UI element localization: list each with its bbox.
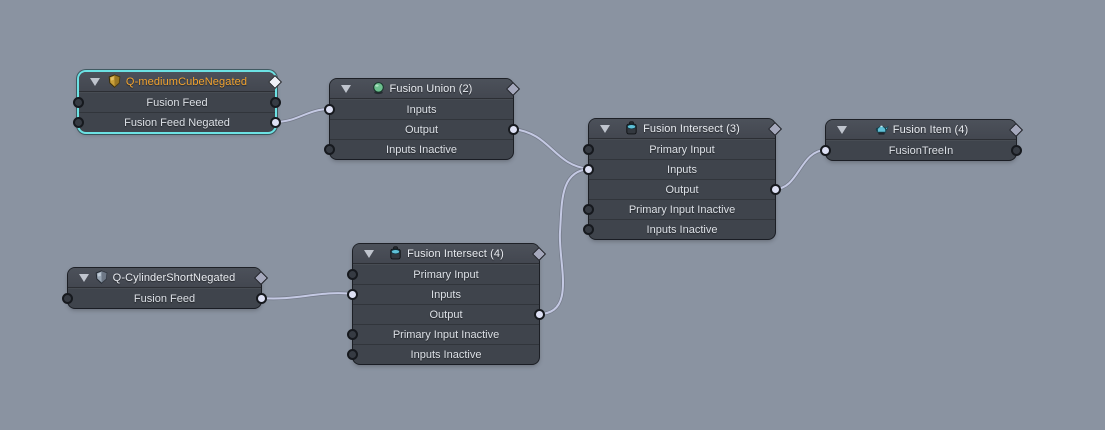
node-header[interactable]: Fusion Union (2) — [330, 79, 521, 99]
output-connector[interactable] — [1011, 145, 1022, 156]
mesh-shield-gold-icon — [107, 74, 122, 89]
node-header[interactable]: Q-mediumCubeNegated — [79, 72, 283, 92]
input-connector[interactable] — [347, 289, 358, 300]
node-fusion-item-4[interactable]: Fusion Item (4) FusionTreeIn — [820, 120, 1024, 160]
collapse-triangle-icon[interactable] — [600, 125, 610, 133]
row-label: Inputs Inactive — [410, 348, 482, 361]
input-connector[interactable] — [347, 269, 358, 280]
input-connector[interactable] — [73, 117, 84, 128]
node-row-inputs-inactive: Inputs Inactive — [347, 344, 539, 364]
row-label: Primary Input — [413, 268, 479, 281]
input-connector[interactable] — [62, 293, 73, 304]
input-connector[interactable] — [583, 224, 594, 235]
input-connector[interactable] — [347, 349, 358, 360]
row-label: Inputs Inactive — [646, 223, 718, 236]
wire — [774, 149, 827, 190]
wire — [512, 128, 590, 170]
node-row-output: Output — [330, 119, 519, 139]
row-label: Inputs — [406, 103, 437, 116]
mesh-item-teapot-icon — [874, 122, 889, 137]
node-row-primary-input-inactive: Primary Input Inactive — [347, 324, 539, 344]
input-connector[interactable] — [347, 329, 358, 340]
node-row-primary-input: Primary Input — [583, 139, 775, 159]
output-connector[interactable] — [270, 97, 281, 108]
node-title: Fusion Item (4) — [892, 123, 969, 136]
collapse-triangle-icon[interactable] — [837, 126, 847, 134]
boolean-union-sphere-icon — [371, 81, 386, 96]
row-label: Inputs Inactive — [386, 143, 457, 156]
row-label: Output — [665, 183, 699, 196]
input-connector[interactable] — [820, 145, 831, 156]
input-connector[interactable] — [583, 204, 594, 215]
row-label: Inputs — [431, 288, 461, 301]
node-row-inputs: Inputs — [347, 284, 539, 304]
node-title: Fusion Intersect (3) — [643, 122, 740, 135]
collapse-triangle-icon[interactable] — [90, 78, 100, 86]
node-header[interactable]: Q-CylinderShortNegated — [68, 268, 269, 288]
output-connector[interactable] — [256, 293, 267, 304]
node-title: Fusion Intersect (4) — [407, 247, 504, 260]
node-row-fusiontreein: FusionTreeIn — [820, 140, 1022, 160]
row-label: Output — [429, 308, 463, 321]
output-connector[interactable] — [534, 309, 545, 320]
node-title: Q-mediumCubeNegated — [125, 75, 248, 88]
row-label: Primary Input Inactive — [392, 328, 500, 341]
row-label: Inputs — [667, 163, 697, 176]
row-label: Fusion Feed Negated — [124, 116, 230, 129]
node-header[interactable]: Fusion Intersect (3) — [589, 119, 783, 139]
node-row-output: Output — [589, 179, 781, 199]
node-title: Fusion Union (2) — [389, 82, 473, 95]
node-row-fusion-feed-negated: Fusion Feed Negated — [73, 112, 281, 132]
node-row-inputs: Inputs — [324, 99, 513, 119]
wire — [538, 168, 590, 315]
node-row-inputs-inactive: Inputs Inactive — [324, 139, 513, 159]
boolean-intersect-pot-icon — [624, 121, 639, 136]
node-row-fusion-feed: Fusion Feed — [62, 288, 267, 308]
input-connector[interactable] — [583, 144, 594, 155]
row-label: Output — [404, 123, 439, 136]
row-label: Fusion Feed — [133, 292, 196, 305]
output-connector[interactable] — [770, 184, 781, 195]
input-connector[interactable] — [583, 164, 594, 175]
input-connector[interactable] — [73, 97, 84, 108]
node-header[interactable]: Fusion Item (4) — [826, 120, 1024, 140]
output-connector[interactable] — [270, 117, 281, 128]
node-header[interactable]: Fusion Intersect (4) — [353, 244, 547, 264]
node-row-primary-input-inactive: Primary Input Inactive — [583, 199, 775, 219]
row-label: Fusion Feed — [146, 96, 208, 109]
node-row-fusion-feed: Fusion Feed — [73, 92, 281, 112]
output-connector[interactable] — [508, 124, 519, 135]
boolean-intersect-pot-icon — [388, 246, 403, 261]
node-row-primary-input: Primary Input — [347, 264, 539, 284]
input-connector[interactable] — [324, 104, 335, 115]
node-title: Q-CylinderShortNegated — [112, 271, 236, 284]
node-row-output: Output — [353, 304, 545, 324]
wire — [260, 292, 354, 300]
row-label: Primary Input Inactive — [628, 203, 736, 216]
node-row-inputs-inactive: Inputs Inactive — [583, 219, 775, 239]
collapse-triangle-icon[interactable] — [79, 274, 89, 282]
mesh-shield-slate-icon — [94, 270, 109, 285]
row-label: Primary Input — [649, 143, 715, 156]
node-row-inputs: Inputs — [583, 159, 775, 179]
collapse-triangle-icon[interactable] — [364, 250, 374, 258]
collapse-triangle-icon[interactable] — [341, 85, 351, 93]
input-connector[interactable] — [324, 144, 335, 155]
row-label: FusionTreeIn — [888, 144, 954, 157]
